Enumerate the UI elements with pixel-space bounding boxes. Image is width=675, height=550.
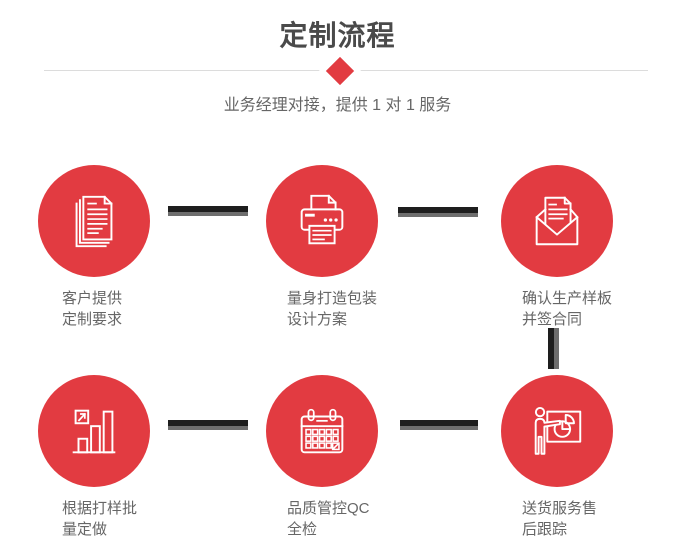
connector-horizontal-4	[400, 420, 478, 430]
step-circle-chart	[38, 375, 150, 487]
bar-chart-icon	[72, 409, 116, 454]
step-label-line: 送货服务售	[522, 500, 598, 517]
step-label-line: 设计方案	[287, 311, 348, 328]
step-label-line: 量身打造包装	[287, 290, 378, 307]
step-circle-printer	[266, 165, 378, 277]
step-circle-presentation	[501, 375, 613, 487]
step-circle-calendar	[266, 375, 378, 487]
step-label-line: 确认生产样板	[522, 290, 613, 307]
connector-horizontal-1	[168, 206, 248, 216]
connector-vertical	[548, 328, 559, 369]
step-label-line: 品质管控QC	[287, 500, 370, 517]
step-label-5: 品质管控QC 全检	[287, 498, 370, 540]
step-label-line: 后跟踪	[522, 521, 568, 538]
page-subtitle: 业务经理对接，提供 1 对 1 服务	[223, 97, 452, 114]
envelope-open-icon	[535, 196, 579, 246]
step-label-line: 根据打样批	[62, 500, 138, 517]
printer-icon	[300, 194, 344, 245]
calendar-icon	[300, 408, 344, 454]
step-circle-documents	[38, 165, 150, 277]
step-label-6: 送货服务售 后跟踪	[522, 498, 597, 540]
connector-horizontal-2	[398, 207, 478, 217]
step-label-3: 确认生产样板 并签合同	[522, 288, 612, 330]
step-label-line: 量定做	[62, 521, 108, 538]
page-title: 定制流程	[279, 20, 396, 51]
step-label-line: 并签合同	[522, 311, 583, 328]
connector-horizontal-3	[168, 420, 248, 430]
presentation-icon	[534, 406, 582, 455]
step-label-line: 定制要求	[62, 311, 123, 328]
step-label-line: 全检	[287, 521, 318, 538]
step-circle-envelope	[501, 165, 613, 277]
step-label-2: 量身打造包装 设计方案	[287, 288, 377, 330]
step-label-line: 客户提供	[62, 290, 123, 307]
step-label-4: 根据打样批 量定做	[62, 498, 137, 540]
documents-icon	[75, 195, 113, 248]
diamond-accent-icon	[325, 56, 355, 86]
step-label-1: 客户提供 定制要求	[62, 288, 122, 330]
